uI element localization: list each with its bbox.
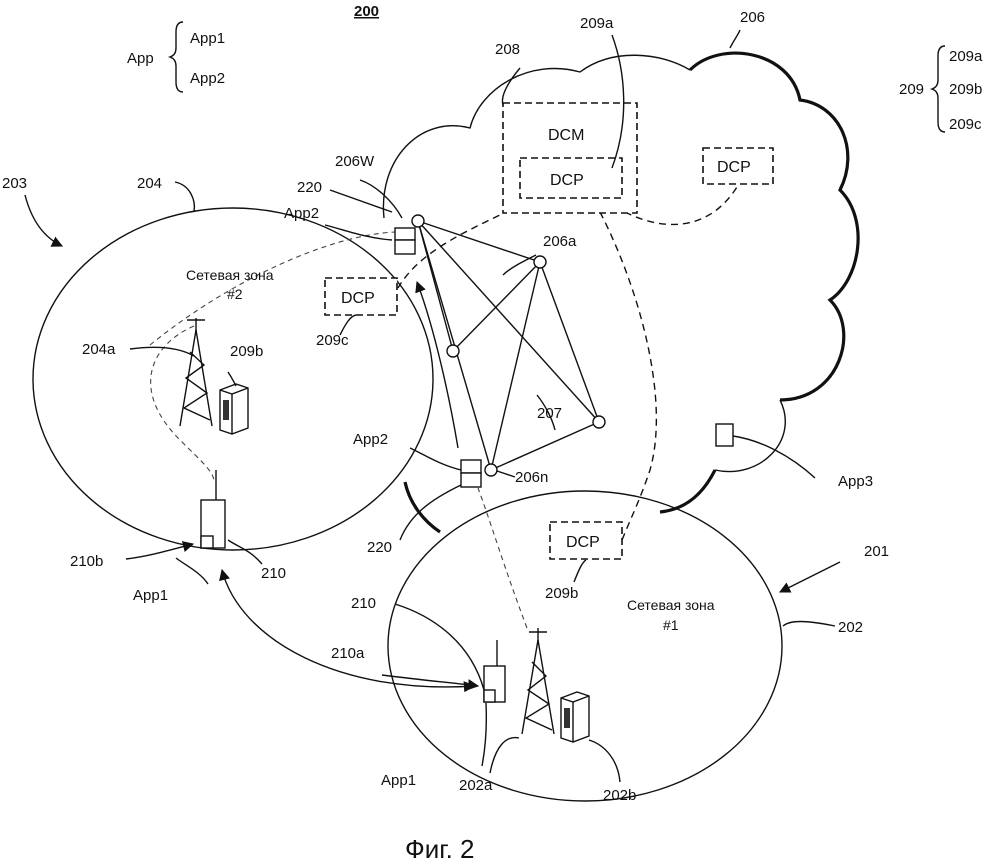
- label-209a: 209a: [580, 15, 614, 32]
- tower-204a-icon: [180, 318, 212, 426]
- migration-arrow-up: [417, 282, 458, 448]
- device-210-zone1: [484, 640, 505, 702]
- link-tower1-app2: [478, 488, 527, 628]
- node-mid: [447, 345, 459, 357]
- label-210a: 210a: [331, 645, 365, 662]
- dcp-cloud-label: DCP: [717, 159, 751, 176]
- app-legend-item: App1: [190, 30, 225, 47]
- app3-device: [716, 424, 733, 446]
- link-dcm-dcp-cloud: [625, 182, 740, 224]
- label-app2-top: App2: [284, 205, 319, 222]
- figure-caption: Фиг. 2: [405, 834, 475, 864]
- label-207: 207: [537, 405, 562, 422]
- label-201: 201: [864, 543, 889, 560]
- zone1-title: Сетевая зона: [627, 597, 715, 613]
- tower-202a-icon: [522, 628, 554, 734]
- dcp-legend-item: 209c: [949, 116, 982, 133]
- label-app3: App3: [838, 473, 873, 490]
- zone2-title: Сетевая зона: [186, 267, 274, 283]
- arrow-203: [25, 195, 62, 246]
- dcp-legend-title: 209: [899, 81, 924, 98]
- dcp-zone1-label: DCP: [566, 534, 600, 551]
- dcp-legend-item: 209a: [949, 48, 983, 65]
- mesh-207: [418, 221, 599, 470]
- zone1-number: #1: [663, 617, 679, 633]
- label-202b: 202b: [603, 787, 636, 804]
- label-220-top: 220: [297, 179, 322, 196]
- label-app1-zone1: App1: [381, 772, 416, 789]
- server-209b-zone2-icon: [220, 384, 248, 434]
- label-208: 208: [495, 41, 520, 58]
- figure-number: 200: [354, 3, 379, 20]
- server-202b-icon: [561, 692, 589, 742]
- label-204a: 204a: [82, 341, 116, 358]
- arrow-201: [780, 562, 840, 592]
- label-204: 204: [137, 175, 162, 192]
- dcp-legend-item: 209b: [949, 81, 982, 98]
- label-209c: 209c: [316, 332, 349, 349]
- label-206a: 206a: [543, 233, 577, 250]
- label-203: 203: [2, 175, 27, 192]
- zone2-number: #2: [227, 286, 243, 302]
- label-202a: 202a: [459, 777, 493, 794]
- dcp-zone2-label: DCP: [341, 290, 375, 307]
- dcm-label: DCM: [548, 127, 584, 144]
- migration-arrow-app1: [222, 570, 474, 687]
- label-app2-mid: App2: [353, 431, 388, 448]
- app-legend-brace: [170, 22, 183, 92]
- link-tower2-app2: [151, 326, 214, 480]
- reference-labels: 206 208 209a 206W 220 203 204 206a App2 …: [2, 9, 889, 804]
- dcp-core-label: DCP: [550, 172, 584, 189]
- node-206n: [485, 464, 497, 476]
- label-210-zone2: 210: [261, 565, 286, 582]
- label-209b-zone1: 209b: [545, 585, 578, 602]
- link-dcm-dcp-zone1: [600, 212, 656, 540]
- node-206w: [412, 215, 424, 227]
- dcp-legend: 209 209a 209b 209c: [899, 46, 983, 133]
- app-legend-title: App: [127, 50, 154, 67]
- node-206a: [534, 256, 546, 268]
- node-right: [593, 416, 605, 428]
- app-legend: App App1 App2: [127, 22, 225, 92]
- label-202: 202: [838, 619, 863, 636]
- label-app1-zone2: App1: [133, 587, 168, 604]
- label-206w: 206W: [335, 153, 375, 170]
- label-206n: 206n: [515, 469, 548, 486]
- label-220-bottom: 220: [367, 539, 392, 556]
- app-legend-item: App2: [190, 70, 225, 87]
- app2-top-server: [395, 228, 415, 254]
- label-210b: 210b: [70, 553, 103, 570]
- label-210-zone1: 210: [351, 595, 376, 612]
- label-206: 206: [740, 9, 765, 26]
- label-209b-zone2: 209b: [230, 343, 263, 360]
- arrow-210b: [126, 544, 193, 559]
- app2-mid-server: [461, 460, 481, 487]
- device-210-zone2: [201, 470, 225, 548]
- dcp-legend-brace: [932, 46, 945, 132]
